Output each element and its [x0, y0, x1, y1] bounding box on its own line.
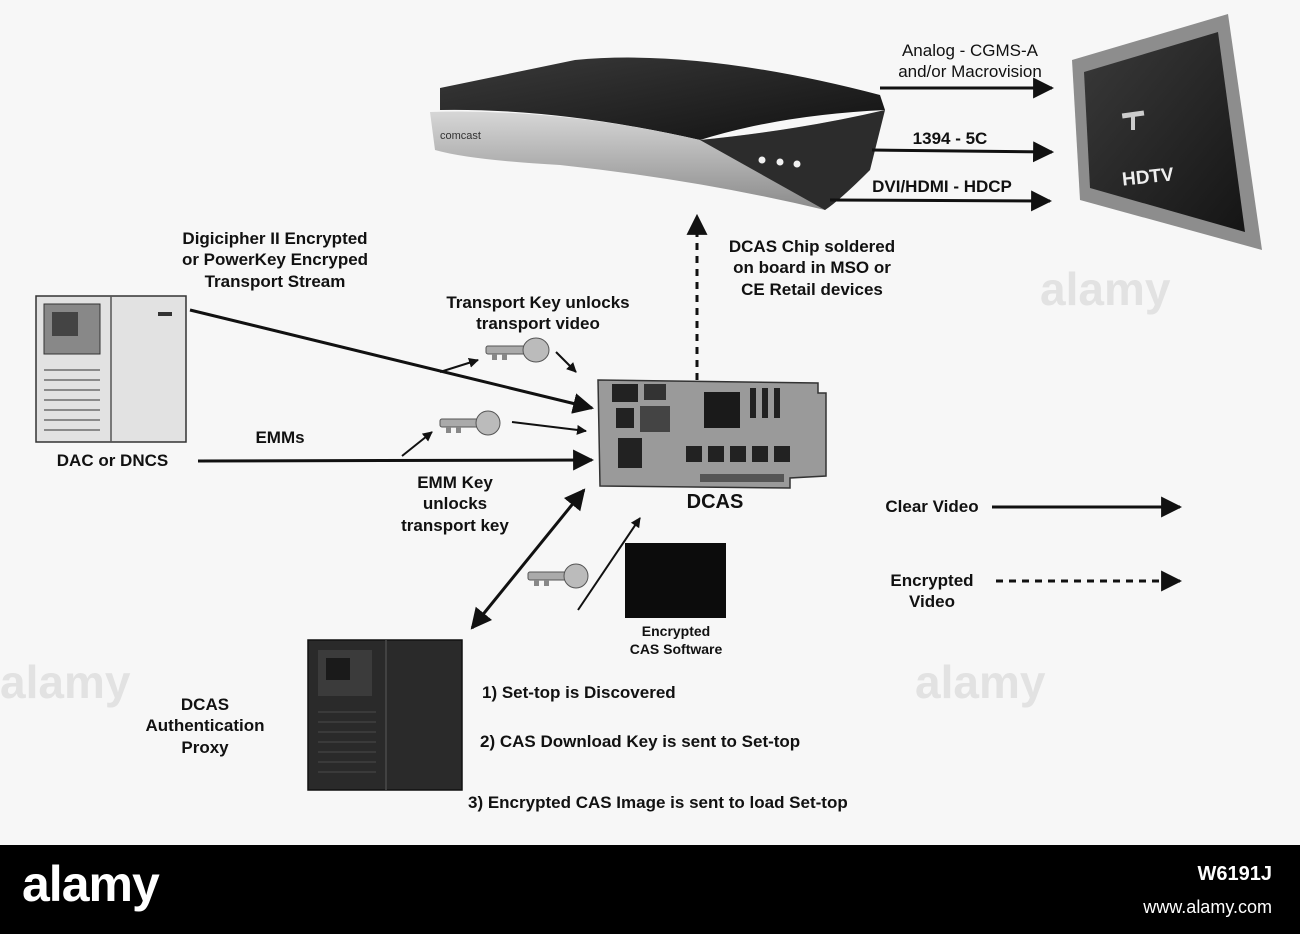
transport-key-icon [485, 337, 550, 363]
footer-brand-logo: alamy [22, 856, 160, 912]
dvi-output-arrow [829, 190, 1053, 212]
footer-url: www.alamy.com [1143, 897, 1272, 917]
cas-download-key-icon [527, 563, 589, 589]
analog-output-label: Analog - CGMS-A and/or Macrovision [898, 41, 1042, 82]
emm-arrow [197, 449, 595, 471]
hdtv-icon [1072, 14, 1262, 250]
encrypted-video-legend-label: Encrypted Video [890, 571, 974, 612]
step-2-label: 2) CAS Download Key is sent to Set-top [480, 732, 801, 751]
transport-stream-arrow [189, 308, 595, 414]
firewire-output-arrow [871, 141, 1055, 163]
watermark: alamy [0, 656, 131, 708]
step-3-label: 3) Encrypted CAS Image is sent to load S… [468, 793, 848, 812]
emm-key-icon [439, 410, 501, 436]
diagram-graphics [35, 14, 1262, 791]
dcas-chip-label: DCAS Chip soldered on board in MSO or CE… [728, 237, 896, 299]
transport-key-out-arrow [555, 351, 577, 373]
dac-server-icon [35, 295, 187, 443]
authentication-proxy-icon [307, 639, 463, 791]
dcas-card-icon [597, 379, 827, 489]
dcas-diagram: Analog - CGMS-A and/or Macrovision 1394 … [0, 14, 1262, 812]
dac-label: DAC or DNCS [56, 451, 169, 470]
proxy-dcas-double-arrow [470, 488, 586, 630]
emms-label: EMMs [255, 428, 305, 447]
clear-video-legend-label: Clear Video [885, 497, 979, 516]
watermark: alamy [1040, 263, 1171, 315]
firewire-output-label: 1394 - 5C [912, 129, 988, 148]
footer-bar: alamy W6191J www.alamy.com [0, 845, 1300, 934]
dvi-output-label: DVI/HDMI - HDCP [872, 177, 1012, 196]
encrypted-cas-software-box [625, 543, 726, 618]
emm-key-out-arrow [511, 421, 587, 435]
transport-stream-label: Digicipher II Encrypted or PowerKey Encr… [181, 229, 369, 291]
encrypted-cas-label: Encrypted CAS Software [629, 623, 723, 657]
dcas-label: DCAS [686, 491, 744, 513]
set-top-box [430, 57, 885, 210]
watermark: alamy [915, 656, 1046, 708]
encrypted-cas-arrow [577, 517, 641, 611]
emm-key-label: EMM Key unlocks transport key [401, 473, 509, 535]
stb-brand-label: comcast [440, 130, 481, 142]
transport-key-in-arrow [439, 357, 479, 373]
step-1-label: 1) Set-top is Discovered [482, 683, 676, 702]
emm-key-in-arrow [401, 431, 433, 457]
proxy-label: DCAS Authentication Proxy [145, 695, 265, 757]
footer-image-id: W6191J [1197, 863, 1273, 885]
transport-key-label: Transport Key unlocks transport video [446, 293, 630, 334]
